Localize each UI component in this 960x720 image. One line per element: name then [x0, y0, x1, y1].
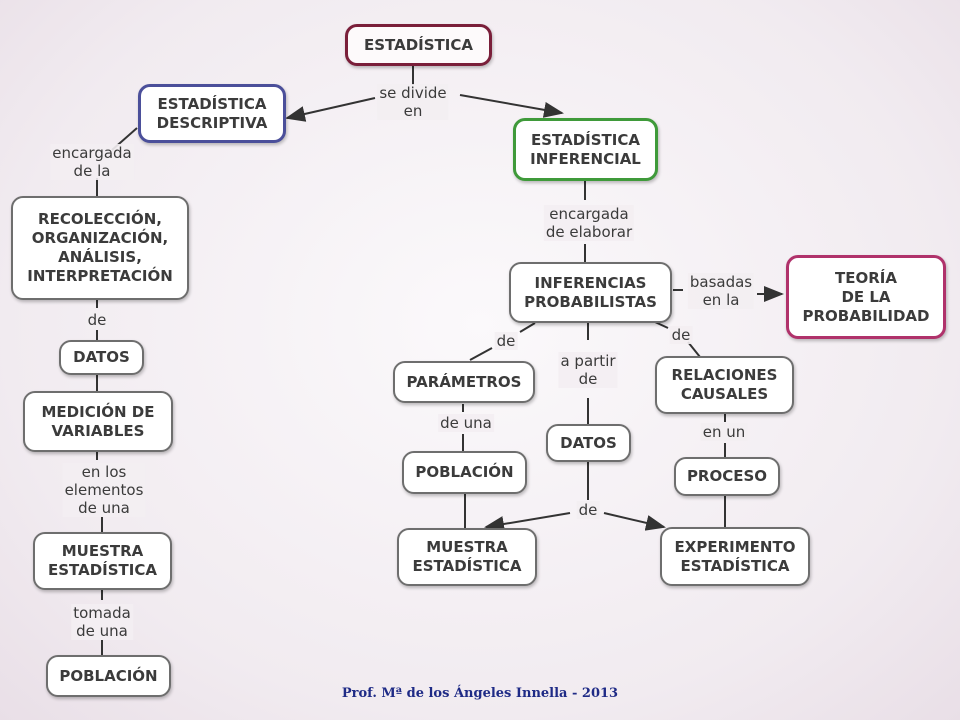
arrow-to-muestra-mid: [484, 512, 571, 532]
label-se-divide-en: se divide en: [377, 84, 449, 120]
node-proceso: PROCESO: [674, 457, 780, 496]
arrow-to-descriptiva: [285, 97, 376, 122]
node-recoleccion: RECOLECCIÓN, ORGANIZACIÓN, ANÁLISIS, INT…: [11, 196, 189, 300]
link-de-parametros: [469, 347, 493, 361]
node-inferencias-probabilistas: INFERENCIAS PROBABILISTAS: [509, 262, 672, 323]
label-en-un: en un: [700, 423, 748, 441]
label-basadas-en-la: basadas en la: [687, 273, 755, 309]
node-parametros: PARÁMETROS: [393, 361, 535, 403]
label-encargada-de-la: encargada de la: [50, 144, 134, 180]
link-inferencias-de-left: [519, 322, 536, 333]
node-estadistica-inferencial: ESTADÍSTICA INFERENCIAL: [513, 118, 658, 181]
node-estadistica-descriptiva: ESTADÍSTICA DESCRIPTIVA: [138, 84, 286, 143]
node-datos-left: DATOS: [59, 340, 144, 375]
node-relaciones-causales: RELACIONES CAUSALES: [655, 356, 794, 414]
label-de-inferencias-left: de: [494, 332, 518, 350]
node-poblacion-mid: POBLACIÓN: [402, 451, 527, 494]
node-teoria-probabilidad: TEORÍA DE LA PROBABILIDAD: [786, 255, 946, 339]
footer-credit: Prof. Mª de los Ángeles Innella - 2013: [341, 686, 619, 701]
label-de-left: de: [85, 311, 109, 329]
node-muestra-mid: MUESTRA ESTADÍSTICA: [397, 528, 537, 586]
node-experimento-estadistica: EXPERIMENTO ESTADÍSTICA: [660, 527, 810, 586]
link-de-relaciones: [687, 341, 701, 358]
node-muestra-left: MUESTRA ESTADÍSTICA: [33, 532, 172, 590]
arrow-to-inferencial: [459, 94, 564, 118]
arrow-to-experimento: [603, 512, 666, 531]
label-de-una: de una: [438, 414, 494, 432]
label-encargada-de-elaborar: encargada de elaborar: [543, 205, 635, 241]
node-datos-mid: DATOS: [546, 424, 631, 462]
label-de-inferencias-right: de: [669, 326, 693, 344]
label-a-partir-de: a partir de: [558, 352, 618, 388]
label-tomada-de-una: tomada de una: [71, 604, 133, 640]
link-inferencias-de-right: [654, 321, 669, 329]
label-de-datos: de: [576, 501, 600, 519]
node-medicion-variables: MEDICIÓN DE VARIABLES: [23, 391, 173, 452]
node-estadistica: ESTADÍSTICA: [345, 24, 492, 66]
node-poblacion-left: POBLACIÓN: [46, 655, 171, 697]
label-en-los-elementos: en los elementos de una: [62, 463, 146, 517]
